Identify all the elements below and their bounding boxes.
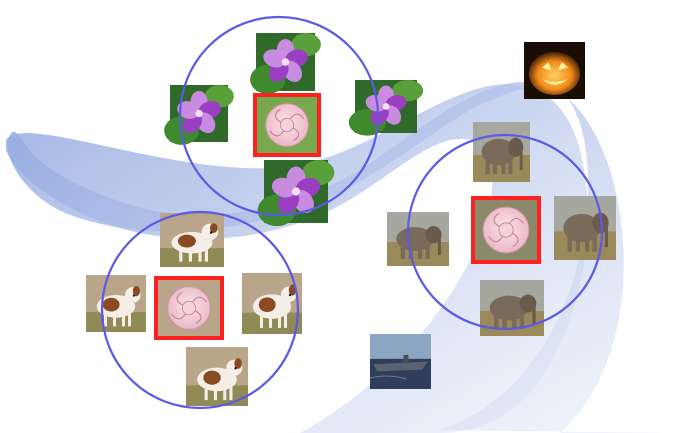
manifold-body xyxy=(6,84,588,433)
elephant-cluster-circle xyxy=(406,133,604,331)
cluster-circles xyxy=(100,15,604,410)
flower-icon xyxy=(348,80,424,136)
flower-icon xyxy=(164,85,234,145)
dog-cluster-circle xyxy=(100,210,300,410)
dog-icon xyxy=(160,213,224,267)
elephant-icon xyxy=(473,122,530,182)
elephant-icon xyxy=(480,280,544,336)
elephant-icon xyxy=(387,212,449,266)
aircraft-carrier-icon xyxy=(369,334,431,389)
centroid-highlight-box xyxy=(154,276,224,340)
flower-icon xyxy=(250,33,321,94)
dog-icon xyxy=(186,347,248,406)
dog-icon xyxy=(86,275,146,332)
jack-o-lantern-icon xyxy=(524,42,585,99)
elephant-icon xyxy=(554,196,616,260)
rose-icon xyxy=(475,200,537,260)
centroid-highlight-box xyxy=(471,196,541,264)
dog-icon xyxy=(242,273,302,334)
image-thumbnails xyxy=(86,33,616,406)
rose-icon xyxy=(158,280,220,336)
rose-icon xyxy=(257,97,317,153)
flower-cluster-circle xyxy=(178,15,380,217)
centroid-highlight-box xyxy=(253,93,321,157)
flower-icon xyxy=(257,160,335,227)
